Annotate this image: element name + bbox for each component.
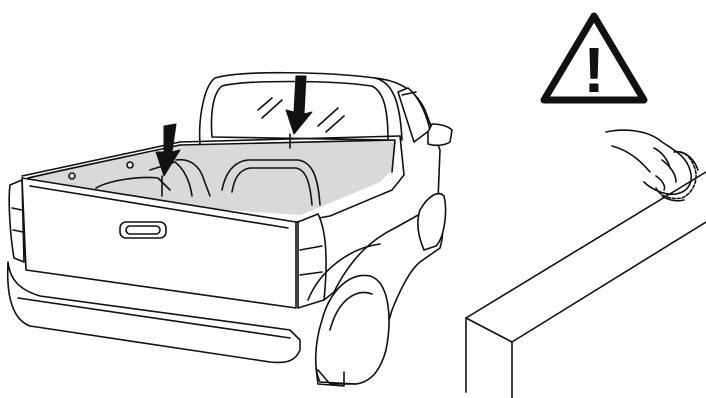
warning-symbol: ! bbox=[583, 34, 604, 106]
truck-bed bbox=[21, 135, 405, 223]
rear-bumper bbox=[6, 261, 301, 364]
tailgate-handle bbox=[119, 221, 167, 239]
down-arrow-icon bbox=[285, 75, 313, 135]
warning-triangle-icon bbox=[540, 12, 648, 104]
tailgate bbox=[21, 177, 297, 309]
front-wheel bbox=[417, 192, 447, 251]
side-mirror bbox=[427, 123, 453, 147]
truck-body-side bbox=[307, 192, 447, 387]
surface-panel bbox=[465, 171, 706, 398]
down-arrow-icon bbox=[155, 123, 181, 177]
rear-wheel bbox=[314, 274, 390, 385]
hand-wiping-icon bbox=[605, 129, 699, 202]
